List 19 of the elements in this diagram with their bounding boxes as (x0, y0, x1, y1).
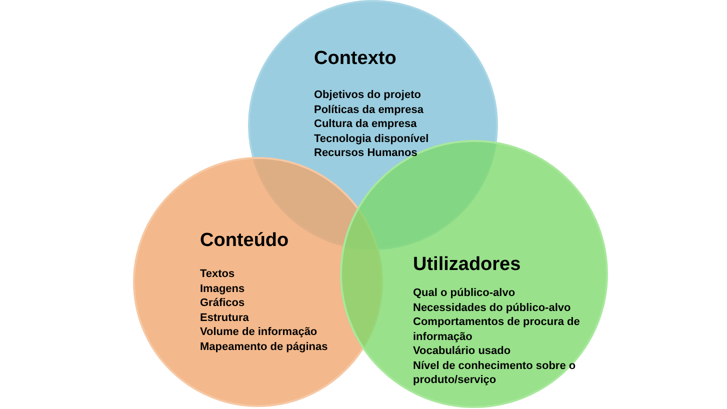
list-item: Vocabulário usado (413, 344, 512, 358)
list-item: Políticas da empresa (314, 102, 424, 117)
list-item: Textos (200, 267, 236, 282)
circle-heading: Utilizadores (413, 254, 521, 276)
list-item: Nível de conhecimento sobre o produto/serviço (413, 358, 577, 388)
list-item: Recursos Humanos (314, 146, 418, 160)
list-item: Comportamentos de procura de informação (413, 315, 581, 344)
list-item: Necessidades do público-alvo (413, 300, 572, 315)
list-item: Estrutura (200, 310, 250, 325)
list-item: Cultura da empresa (314, 117, 418, 132)
list-item: Gráficos (200, 296, 246, 310)
list-item: Imagens (200, 282, 246, 296)
circle-heading: Conteúdo (200, 230, 289, 252)
circle-heading: Contexto (314, 48, 396, 70)
list-item: Objetivos do projeto (314, 88, 422, 102)
list-item: Volume de informação (200, 325, 318, 340)
list-item: Tecnologia disponível (314, 132, 430, 146)
list-item: Mapeamento de páginas (200, 340, 329, 354)
list-item: Qual o público-alvo (413, 286, 516, 300)
